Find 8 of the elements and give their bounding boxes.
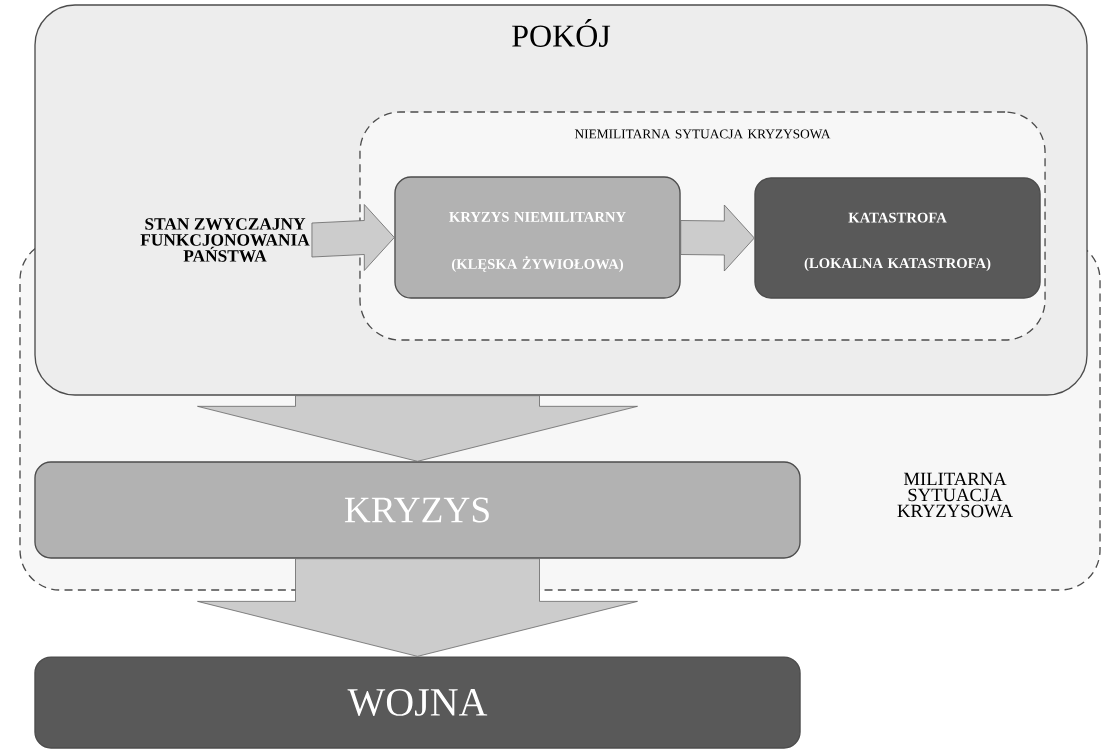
block-arrow: [197, 558, 638, 657]
process-box: KRYZYS NIEMILITARNY (KLĘSKA ŻYWIOŁOWA): [394, 176, 681, 299]
block-arrow: [680, 204, 755, 272]
process-box: KATASTROFA (LOKALNA KATASTROFA): [754, 177, 1041, 299]
process-box: WOJNA: [34, 656, 801, 749]
block-arrow: [197, 395, 638, 462]
process-box: KRYZYS: [34, 461, 801, 559]
block-arrow: [311, 204, 395, 271]
